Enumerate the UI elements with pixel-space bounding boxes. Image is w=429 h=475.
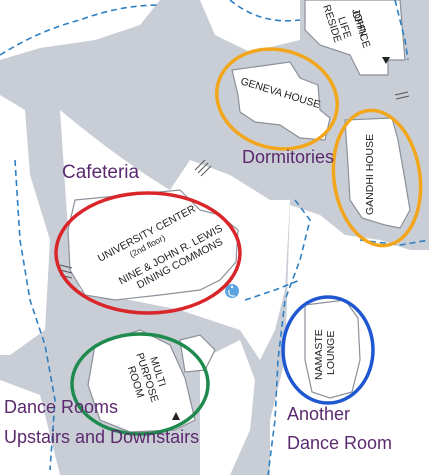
namaste-lounge-highlight — [281, 295, 375, 405]
walkway-arc — [45, 41, 230, 125]
dormitories-annotation: Dormitories — [242, 147, 334, 167]
land-parcel-nw — [0, 0, 160, 60]
dance-rooms-annotation-line-2: Upstairs and Downstairs — [4, 427, 199, 447]
multi-purpose-room-building — [87, 329, 196, 433]
namaste-lounge-building — [304, 299, 361, 399]
small-building — [179, 334, 216, 373]
geneva-house-building — [231, 61, 331, 141]
namaste-lounge-label: NAMASTE LOUNGE — [313, 329, 337, 380]
university-center-building — [67, 189, 239, 301]
gandhi-house-building — [344, 117, 411, 229]
accessibility-icon — [225, 284, 239, 298]
another-dance-room-annotation-line-2: Dance Room — [287, 433, 392, 453]
land-parcel-sw — [0, 380, 60, 475]
dashed-route-link — [244, 279, 301, 301]
multi-purpose-room-highlight — [70, 332, 210, 436]
namaste-line-2: LOUNGE — [325, 331, 337, 375]
land-parcel-s — [200, 340, 255, 475]
university-center-highlight — [54, 191, 242, 315]
gandhi-house-label: GANDHI HOUSE — [364, 134, 376, 215]
gandhi-house-highlight — [331, 108, 423, 248]
cafeteria-annotation: Cafeteria — [62, 162, 140, 183]
another-dance-room-annotation-line-1: Another — [287, 404, 350, 424]
namaste-line-1: NAMASTE — [313, 329, 325, 380]
dashed-route-west — [14, 159, 56, 471]
land-parcel-w — [0, 95, 50, 355]
dashed-route-east — [267, 199, 311, 475]
geneva-house-highlight — [214, 47, 340, 151]
dashed-route-southeast — [359, 239, 429, 246]
dance-rooms-annotation-line-1: Dance Rooms — [4, 397, 118, 417]
dashed-route-north — [0, 4, 161, 56]
arrow-icon — [172, 57, 390, 420]
dashed-route-northeast — [394, 0, 409, 61]
land-parcel-n — [200, 0, 300, 52]
